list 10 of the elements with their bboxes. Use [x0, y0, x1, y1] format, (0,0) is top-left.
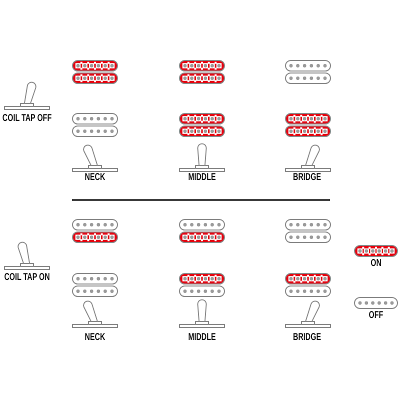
position-label: BRIDGE — [293, 173, 321, 183]
position-label: NECK — [84, 173, 106, 183]
switch-state-label: COIL TAP ON — [4, 273, 50, 283]
position-label: MIDDLE — [188, 173, 216, 183]
position-label: NECK — [84, 333, 106, 343]
position-label: BRIDGE — [293, 333, 321, 343]
legend-label: OFF — [368, 311, 384, 321]
legend-label: ON — [370, 259, 382, 269]
switch-state-label: COIL TAP OFF — [2, 114, 52, 124]
position-label: MIDDLE — [188, 333, 216, 343]
